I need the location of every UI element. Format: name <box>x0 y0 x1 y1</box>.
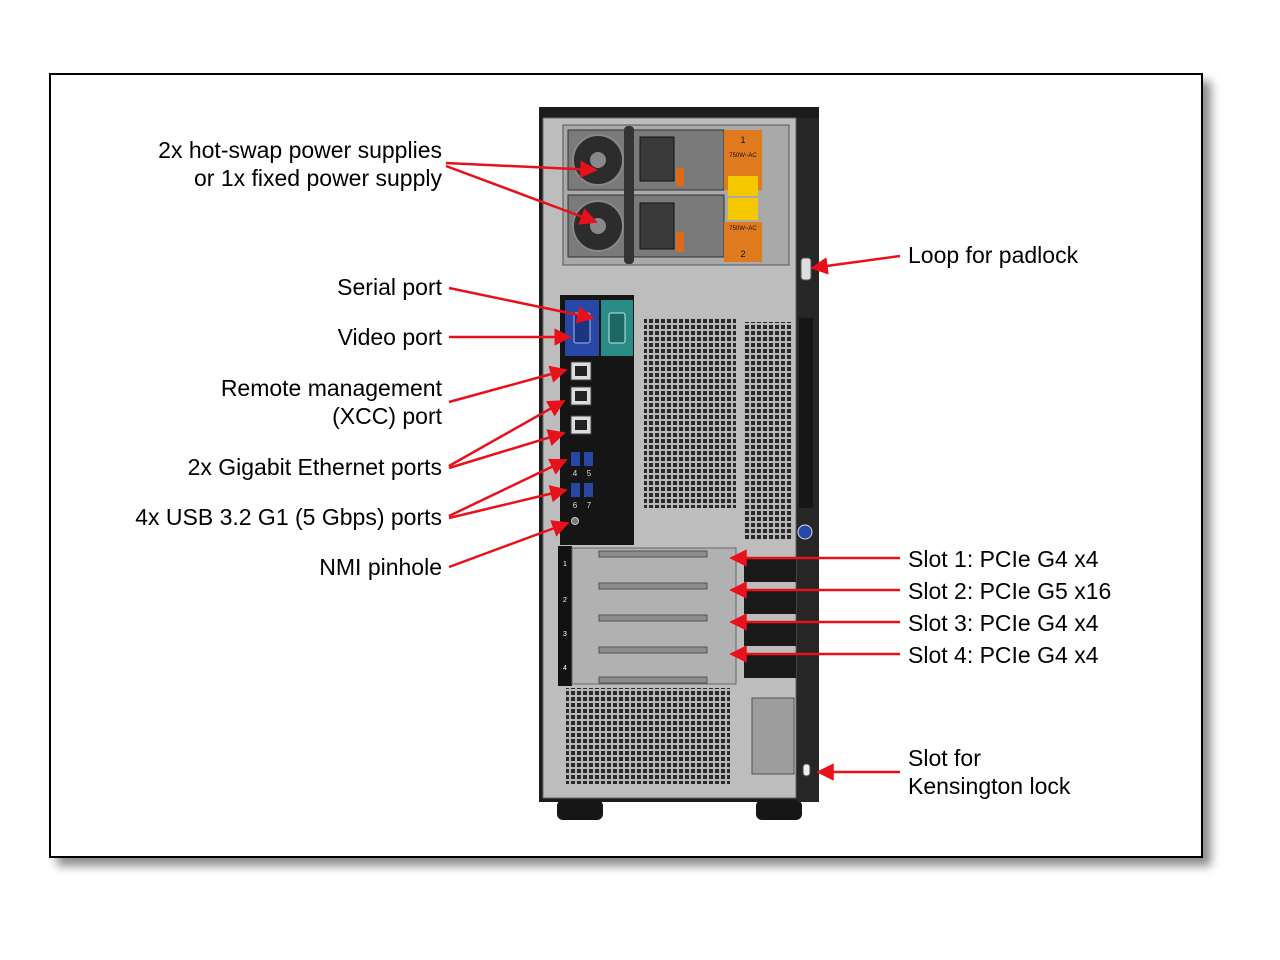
vent-grille <box>644 318 736 508</box>
foot-left <box>557 800 603 820</box>
label-power-line-1: 2x hot-swap power supplies <box>158 137 442 163</box>
power-inlet <box>639 136 675 182</box>
slot-latch <box>744 622 796 646</box>
slot-number: 3 <box>563 631 567 638</box>
slot-number: 1 <box>563 561 567 568</box>
usb-number: 5 <box>587 469 592 478</box>
arrow <box>810 254 901 275</box>
label-padlock-loop: Loop for padlock <box>908 242 1079 268</box>
psu-handle <box>624 126 634 198</box>
arrow <box>448 485 568 520</box>
foot-right <box>756 800 802 820</box>
arrow <box>448 399 566 468</box>
arrow <box>445 160 598 179</box>
padlock-loop <box>800 257 812 281</box>
label-kensington-line-2: Kensington lock <box>908 773 1071 799</box>
arrow <box>448 429 566 470</box>
psu-rating-2: 750W~AC <box>729 226 757 232</box>
vent-grille <box>744 322 792 540</box>
warning-label <box>728 176 758 196</box>
usb-number: 6 <box>573 501 578 510</box>
label-remote-line-1: Remote management <box>220 375 442 401</box>
callout-arrows <box>445 160 901 781</box>
slot-latch <box>744 654 796 678</box>
arrow <box>448 520 570 569</box>
pcie-slots: 1 2 3 4 <box>558 524 813 686</box>
psu-bay-number-2: 2 <box>740 249 745 259</box>
slot-latch <box>744 558 796 582</box>
label-serial-port: Serial port <box>337 274 442 300</box>
label-power-supplies: 2x hot-swap power supplies or 1x fixed p… <box>158 136 442 192</box>
label-remote-line-2: (XCC) port <box>332 403 442 429</box>
label-slot-2: Slot 2: PCIe G5 x16 <box>908 578 1112 604</box>
nmi-pinhole <box>571 517 579 525</box>
power-supply-section: 1 750W~AC 750W~AC 2 <box>562 124 790 266</box>
arrow <box>448 458 568 518</box>
kensington-slot <box>802 763 811 777</box>
psu-bay-number-1: 1 <box>740 135 745 145</box>
power-inlet <box>639 202 675 250</box>
label-slot-3: Slot 3: PCIe G4 x4 <box>908 610 1099 636</box>
slot-number: 4 <box>563 665 567 672</box>
label-video-port: Video port <box>337 324 442 350</box>
usb-port <box>571 483 580 497</box>
usb-port <box>584 483 593 497</box>
label-power-line-2: or 1x fixed power supply <box>193 165 442 191</box>
thumbscrew <box>797 524 813 540</box>
label-slot-4: Slot 4: PCIe G4 x4 <box>908 642 1099 668</box>
psu-rating-1: 750W~AC <box>729 153 757 159</box>
label-kensington-line-1: Slot for <box>908 745 981 771</box>
usb-port <box>571 452 580 466</box>
slot-latch <box>744 590 796 614</box>
psu-handle <box>624 192 634 264</box>
label-remote-management: Remote management (XCC) port <box>221 374 442 430</box>
label-ethernet-ports: 2x Gigabit Ethernet ports <box>187 454 442 480</box>
arrow <box>448 286 595 324</box>
rear-io-panel: 4 5 6 7 <box>560 295 634 545</box>
label-nmi-pinhole: NMI pinhole <box>319 554 442 580</box>
usb-port <box>584 452 593 466</box>
warning-label <box>728 198 758 220</box>
vent-grille <box>566 688 730 784</box>
label-kensington-lock: Slot for Kensington lock <box>908 744 1070 800</box>
power-supply-1 <box>567 126 762 198</box>
slot-number: 2 <box>563 597 567 604</box>
usb-number: 4 <box>573 469 578 478</box>
label-usb-ports: 4x USB 3.2 G1 (5 Gbps) ports <box>135 504 442 530</box>
arrow <box>448 365 568 404</box>
arrow <box>445 164 598 225</box>
label-slot-1: Slot 1: PCIe G4 x4 <box>908 546 1099 572</box>
usb-number: 7 <box>587 501 592 510</box>
